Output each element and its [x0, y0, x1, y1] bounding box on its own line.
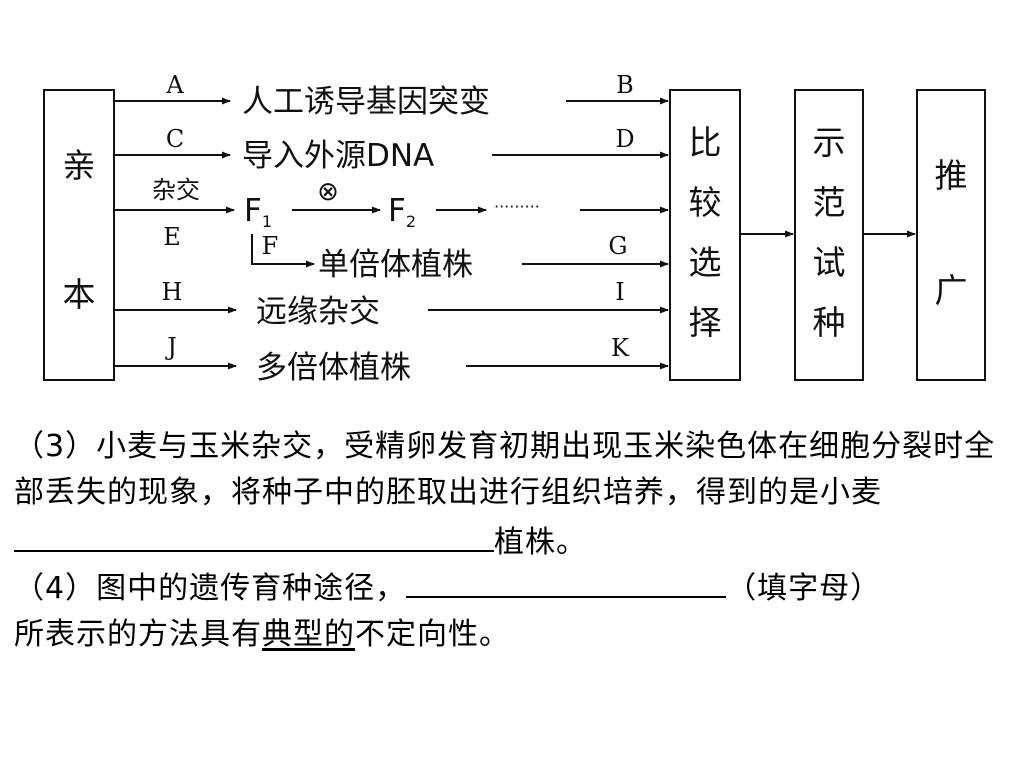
node-mutation: 人工诱导基因突变 [242, 84, 490, 120]
continuation-dots: ········· [494, 197, 540, 216]
node-dna: 导入外源DNA [242, 138, 434, 174]
start-box-char-2: 本 [63, 275, 96, 314]
arrow-f [251, 234, 315, 268]
label-e: E [163, 223, 181, 251]
question-3-text: （3）小麦与玉米杂交，受精卵发育初期出现玉米染色体在细胞分裂时全部丢失的现象，将… [14, 429, 996, 510]
promote-box-char-1: 推 [935, 156, 968, 195]
demo-box-char-2: 范 [813, 183, 846, 222]
compare-box-char-3: 选 [689, 243, 722, 282]
label-g: G [608, 232, 627, 260]
answer-blank-4[interactable] [406, 562, 727, 598]
f2-sub: 2 [406, 212, 416, 231]
row-cross: 杂交 E F1 ⊗ F2 ········· [114, 176, 669, 251]
start-box-char-1: 亲 [63, 146, 96, 185]
question-4-prefix: （4）图中的遗传育种途径， [14, 571, 407, 606]
node-polyploid: 多倍体植株 [256, 350, 411, 386]
question-4-underlined: 典型的 [262, 617, 355, 652]
demo-box-char-4: 种 [813, 303, 846, 342]
f1-main: F [244, 193, 262, 229]
label-a: A [165, 71, 184, 99]
question-4: （4）图中的遗传育种途径， （填字母） 所表示的方法具有典型的不定向性。 [14, 562, 1014, 658]
demo-box-char-1: 示 [813, 123, 846, 162]
label-cross: 杂交 [152, 176, 200, 204]
promote-box-char-2: 广 [935, 271, 968, 310]
compare-box-char-4: 择 [689, 303, 722, 342]
demo-planting-box: 示 范 试 种 [794, 89, 864, 381]
question-3: （3）小麦与玉米杂交，受精卵发育初期出现玉米染色体在细胞分裂时全部丢失的现象，将… [14, 424, 1014, 566]
promote-box: 推 广 [916, 89, 986, 381]
compare-box-char-1: 比 [689, 123, 722, 162]
answer-blank-3[interactable] [14, 516, 494, 552]
compare-box-char-2: 较 [689, 183, 722, 222]
selfing-symbol: ⊗ [317, 177, 339, 207]
f1-sub: 1 [262, 212, 272, 231]
row-dna: C 导入外源DNA D [114, 125, 669, 174]
f2-main: F [388, 193, 406, 229]
node-f2: F2 [388, 193, 416, 231]
label-k: K [611, 334, 630, 362]
question-4-text-before: 所表示的方法具有 [14, 617, 262, 652]
label-i: I [615, 278, 624, 306]
row-haploid: F 单倍体植株 G [251, 232, 669, 283]
row-polyploid: J 多倍体植株 K [114, 333, 669, 386]
label-d: D [615, 125, 634, 153]
question-3-suffix: 植株。 [494, 525, 587, 560]
row-mutation: A 人工诱导基因突变 B [114, 71, 669, 120]
label-h: H [162, 278, 183, 306]
breeding-methods-diagram: 亲 本 比 较 选 择 示 范 试 种 推 广 A 人工诱导基因突变 B C 导… [43, 71, 986, 386]
label-j: J [164, 333, 177, 361]
question-4-text-after: 不定向性。 [355, 617, 510, 652]
question-4-hint: （填字母） [726, 571, 882, 606]
node-f1: F1 [244, 193, 272, 231]
label-b: B [616, 71, 634, 99]
row-distant-cross: H 远缘杂交 I [114, 278, 669, 330]
compare-select-box: 比 较 选 择 [669, 89, 741, 381]
label-c: C [166, 125, 184, 153]
label-f: F [262, 232, 279, 260]
demo-box-char-3: 试 [813, 243, 846, 282]
node-haploid: 单倍体植株 [318, 247, 473, 283]
start-box: 亲 本 [43, 89, 115, 381]
node-distant-cross: 远缘杂交 [256, 294, 380, 330]
